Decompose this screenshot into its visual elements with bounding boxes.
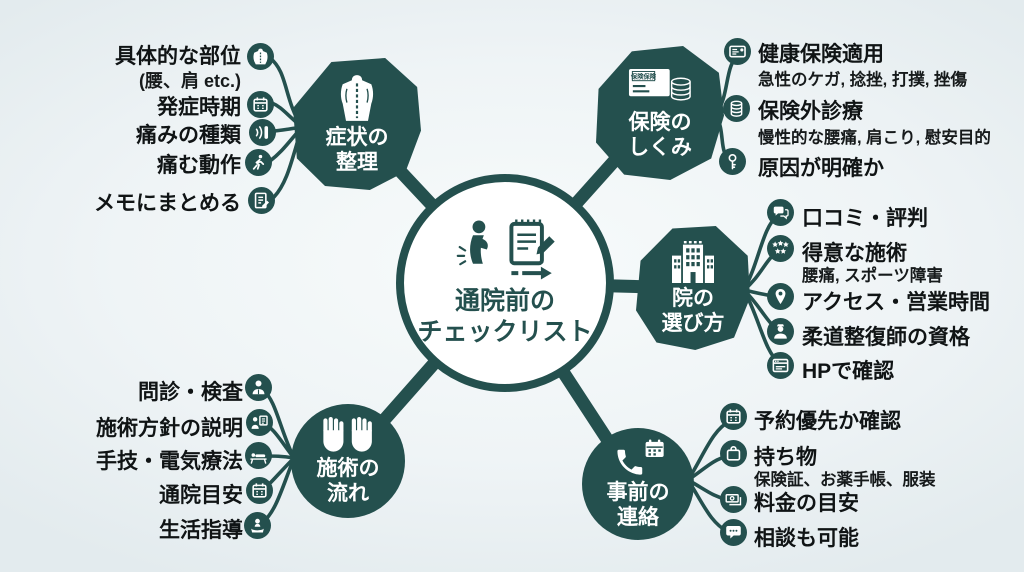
title-line-1: 通院前の xyxy=(454,287,555,315)
massage-table-icon xyxy=(245,442,272,469)
pain-type-icon xyxy=(249,119,276,146)
item-sub: 慢性的な腰痛, 肩こり, 慰安目的 xyxy=(758,129,991,147)
item-label: 料金の目安 xyxy=(754,492,859,515)
doctor-icon xyxy=(245,374,272,401)
map-pin-icon xyxy=(767,283,794,310)
insurance-card-icon xyxy=(724,38,751,65)
chat-dots-icon xyxy=(720,519,747,546)
item-label: 痛む動作 xyxy=(157,154,241,177)
browser-icon xyxy=(767,352,794,379)
item-label: 予約優先か確認 xyxy=(754,410,901,433)
item-label: 柔道整復師の資格 xyxy=(802,326,970,349)
torso-back-icon xyxy=(339,73,375,122)
branch-label: 症状の 整理 xyxy=(325,125,389,174)
branch-label: 保険の しくみ xyxy=(628,111,692,159)
insurance-card-coins-icon: 保険保険 xyxy=(628,69,691,101)
item-label: 手技・電気療法 xyxy=(96,450,243,473)
item-label: 痛みの種類 xyxy=(136,124,241,147)
money-icon xyxy=(720,486,747,513)
item-label: 生活指導 xyxy=(159,519,243,542)
item-label: 問診・検査 xyxy=(138,381,243,404)
calendar-icon xyxy=(246,477,273,504)
item-label: 原因が明確か xyxy=(758,157,884,180)
item-label: 具体的な部位 xyxy=(115,45,241,68)
memo-pencil-icon xyxy=(248,187,275,214)
branch-label: 院の 選び方 xyxy=(661,286,725,335)
page-title: 通院前の チェックリスト xyxy=(417,286,592,348)
clinic-building-icon xyxy=(672,240,714,283)
two-hands-icon xyxy=(323,416,372,452)
chat-bubbles-icon xyxy=(767,199,794,226)
item-label: メモにまとめる xyxy=(94,192,241,215)
branch-node-clinic-choice: 院の 選び方 xyxy=(636,226,750,350)
key-icon xyxy=(719,148,746,175)
item-label: HPで確認 xyxy=(802,360,895,383)
motion-runner-icon xyxy=(245,149,272,176)
explain-board-icon xyxy=(246,409,273,436)
card-label: 保険保険 xyxy=(630,72,657,81)
central-hub: 通院前の チェックリスト xyxy=(396,174,614,392)
item-label: 通院目安 xyxy=(159,484,243,507)
practitioner-icon xyxy=(767,318,794,345)
back-pain-person-checklist-icon xyxy=(455,218,557,280)
branch-node-treatment-flow: 施術の 流れ xyxy=(291,404,405,518)
guidance-hand-icon xyxy=(244,512,271,539)
item-label: 保険外診療 xyxy=(758,100,863,123)
branch-node-advance-contact: 事前の 連絡 xyxy=(582,428,694,540)
item-label: 健康保険適用 xyxy=(758,43,884,66)
stars-icon xyxy=(767,235,794,262)
bag-icon xyxy=(720,440,747,467)
item-sub: 急性のケガ, 捻挫, 打撲, 挫傷 xyxy=(758,71,968,89)
coins-icon xyxy=(723,95,750,122)
item-sub: 腰痛, スポーツ障害 xyxy=(802,267,943,285)
item-label: 口コミ・評判 xyxy=(802,207,928,230)
branch-label: 施術の 流れ xyxy=(316,456,380,505)
branch-label: 事前の 連絡 xyxy=(606,480,670,529)
item-label: 発症時期 xyxy=(157,96,241,119)
title-line-2: チェックリスト xyxy=(417,318,593,346)
phone-calendar-icon xyxy=(616,438,665,475)
item-label: 相談も可能 xyxy=(754,527,859,550)
calendar-icon xyxy=(247,91,274,118)
item-label: 施術方針の説明 xyxy=(96,417,243,440)
item-sub: 保険証、お薬手帳、服装 xyxy=(754,471,936,489)
item-label: アクセス・営業時間 xyxy=(802,291,990,314)
body-part-icon xyxy=(247,43,274,70)
item-label: 持ち物 xyxy=(754,446,817,469)
branch-node-insurance: 保険保険 保険の しくみ xyxy=(596,46,724,180)
calendar-icon xyxy=(720,403,747,430)
item-label: 得意な施術 xyxy=(802,242,907,265)
item-sub: (腰、肩 etc.) xyxy=(138,71,241,91)
